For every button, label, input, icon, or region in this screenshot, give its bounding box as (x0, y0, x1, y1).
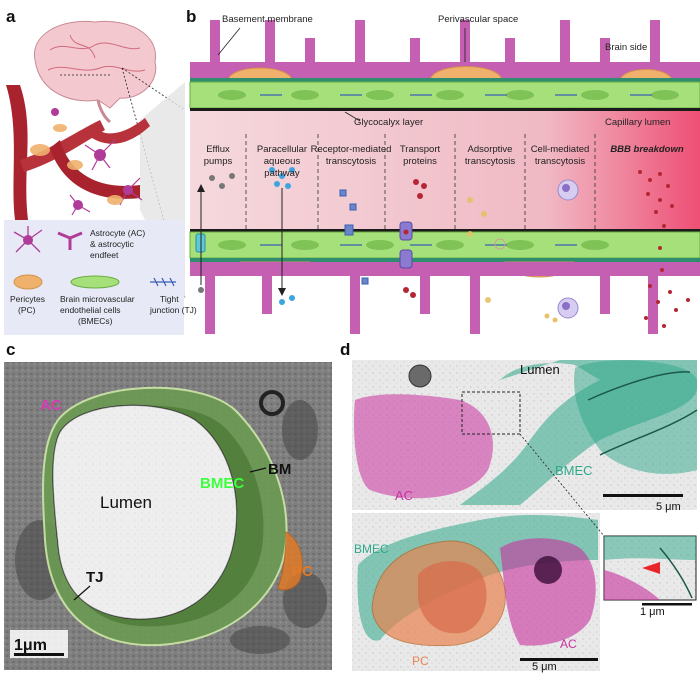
d-bmec-region-top (574, 360, 697, 474)
paracellular-particles-icon (269, 167, 295, 305)
legend-astrocyte-icon (13, 226, 83, 253)
transport-protein-icon (399, 179, 427, 298)
basement-membrane-label: Basement membrane (222, 14, 313, 25)
glycocalyx-label: Glycocalyx layer (354, 117, 423, 128)
panel-a-letter: a (6, 7, 16, 26)
brain-icon (34, 20, 157, 124)
c-ac-label: AC (40, 397, 62, 414)
legend-tj-icon (150, 277, 176, 287)
d-scale-inset-label: 1 μm (640, 606, 665, 618)
legend-bmec-label: Brain microvascular endothelial cells (B… (60, 294, 137, 326)
d-ac-top-label: AC (395, 488, 413, 503)
c-scale-bar (14, 653, 64, 656)
blood-vessel-icon (6, 85, 150, 220)
d-scale-bottom-bar (520, 658, 598, 661)
adsorptive-transcytosis-icon (467, 197, 506, 303)
c-bm-label: BM (268, 461, 291, 478)
d-lumen-label: Lumen (520, 362, 560, 377)
myelin-ring (259, 390, 285, 416)
panel-c-letter: c (6, 340, 15, 359)
capillary-lumen-label: Capillary lumen (605, 117, 670, 128)
brain-side-label: Brain side (605, 42, 647, 53)
d-bmec-top-label: BMEC (555, 463, 593, 478)
immune-cell-icon (544, 179, 579, 323)
receptor-transcytosis-icon (339, 189, 369, 285)
c-pc-label: PC (292, 563, 313, 580)
d-ac-bottom-label: AC (560, 637, 577, 651)
panel-d: d Lumen BMEC AC 5 μm BMEC PC AC 5 μm 1 (340, 340, 698, 673)
d-scale-top-bar (603, 494, 683, 497)
d-scale-top-label: 5 μm (656, 501, 681, 513)
legend-bmec-icon (70, 275, 120, 289)
panel-c: c AC BM BMEC Lumen TJ PC 1μm (4, 340, 332, 670)
d-inset-arrow-icon (642, 562, 660, 574)
d-scale-inset-bar (642, 603, 692, 606)
legend-tj-label: Tight junction (TJ) (149, 294, 197, 315)
c-bmec-label: BMEC (200, 475, 244, 492)
c-tj-label: TJ (86, 569, 104, 586)
c-scale-label: 1μm (14, 637, 47, 654)
d-pc-label: PC (412, 654, 429, 668)
legend-pericyte-icon (13, 274, 43, 290)
legend-pericyte-label: Pericytes (PC) (10, 294, 47, 315)
panel-d-letter: d (340, 340, 350, 359)
legend-astrocyte-label: Astrocyte (AC) & astrocytic endfeet (90, 228, 148, 260)
perivascular-space-label: Perivascular space (438, 14, 518, 25)
d-bmec-bottom-label: BMEC (354, 542, 389, 556)
panel-b-letter: b (186, 7, 196, 26)
efflux-pump-icon (195, 173, 235, 293)
bottom-endfeet-layer (190, 262, 700, 276)
panel-b: b (186, 7, 700, 334)
d-scale-bottom-label: 5 μm (532, 661, 557, 673)
d-ac-region-bottom (500, 538, 596, 646)
c-lumen-label: Lumen (100, 493, 152, 512)
pericyte-region (277, 531, 303, 591)
mechanism-label-6: BBB breakdown (610, 144, 684, 155)
d-cell-top (408, 364, 432, 388)
bbb-breakdown-particles-icon (638, 170, 690, 328)
d-ac-region-top (353, 394, 493, 499)
panel-a: a (4, 7, 197, 335)
